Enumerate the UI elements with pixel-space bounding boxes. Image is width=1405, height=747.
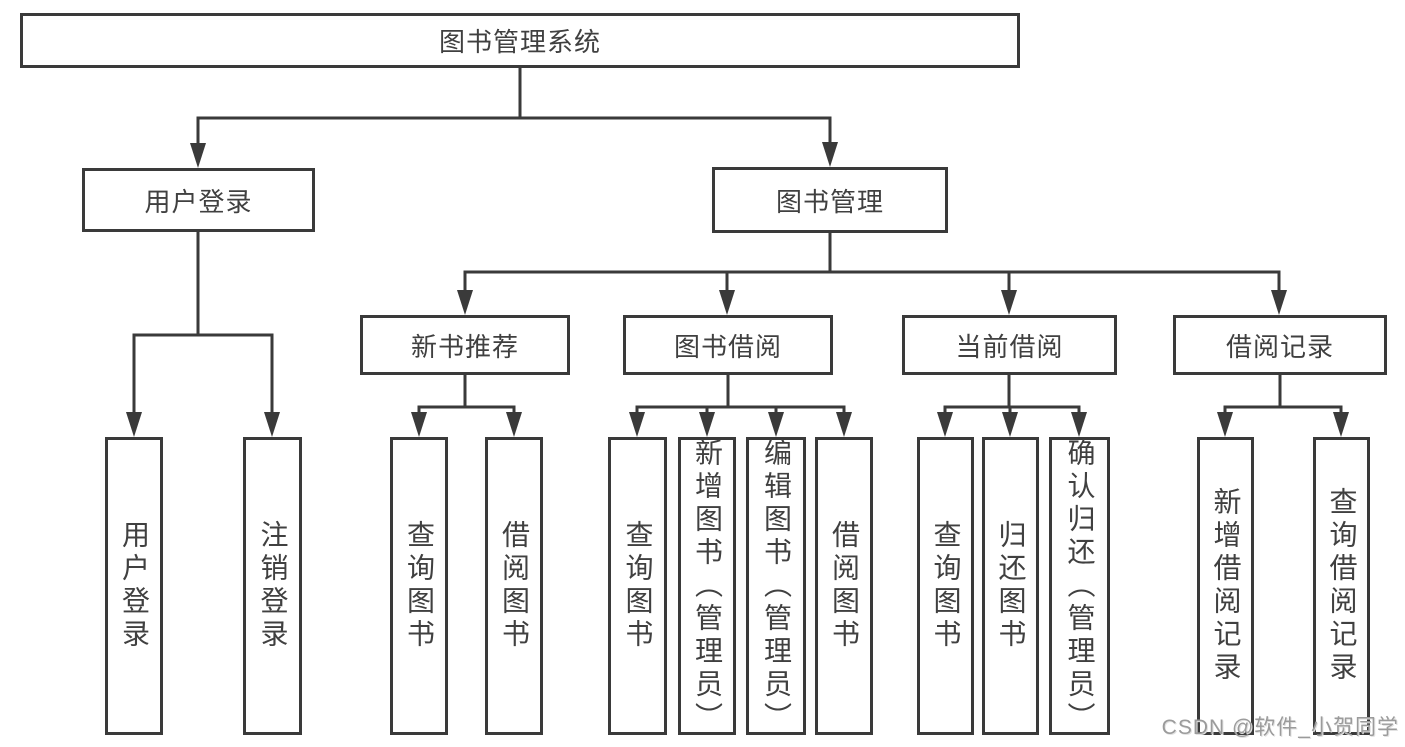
leaf-current-confirm-return-admin: 确认归还（管理员）	[1049, 437, 1110, 735]
node-library-system: 图书管理系统	[20, 13, 1020, 68]
leaf-records-add-record: 新增借阅记录	[1197, 437, 1254, 735]
node-current-borrowing: 当前借阅	[902, 315, 1117, 375]
leaf-newbooks-borrow-books: 借阅图书	[485, 437, 543, 735]
leaf-records-query-record: 查询借阅记录	[1313, 437, 1370, 735]
leaf-logout: 注销登录	[243, 437, 302, 735]
leaf-user-login: 用户登录	[105, 437, 163, 735]
leaf-current-return-books: 归还图书	[982, 437, 1039, 735]
node-book-borrowing: 图书借阅	[623, 315, 833, 375]
csdn-watermark: CSDN @软件_小贺同学	[1161, 716, 1399, 739]
leaf-borrowing-add-books-admin: 新增图书（管理员）	[678, 437, 736, 735]
leaf-current-query-books: 查询图书	[917, 437, 974, 735]
node-new-book-recommend: 新书推荐	[360, 315, 570, 375]
node-book-management: 图书管理	[712, 167, 948, 233]
leaf-borrowing-borrow-books: 借阅图书	[815, 437, 873, 735]
node-borrow-records: 借阅记录	[1173, 315, 1387, 375]
node-user-login: 用户登录	[82, 168, 315, 232]
leaf-borrowing-edit-books-admin: 编辑图书（管理员）	[746, 437, 806, 735]
leaf-newbooks-query-books: 查询图书	[390, 437, 448, 735]
leaf-borrowing-query-books: 查询图书	[608, 437, 667, 735]
